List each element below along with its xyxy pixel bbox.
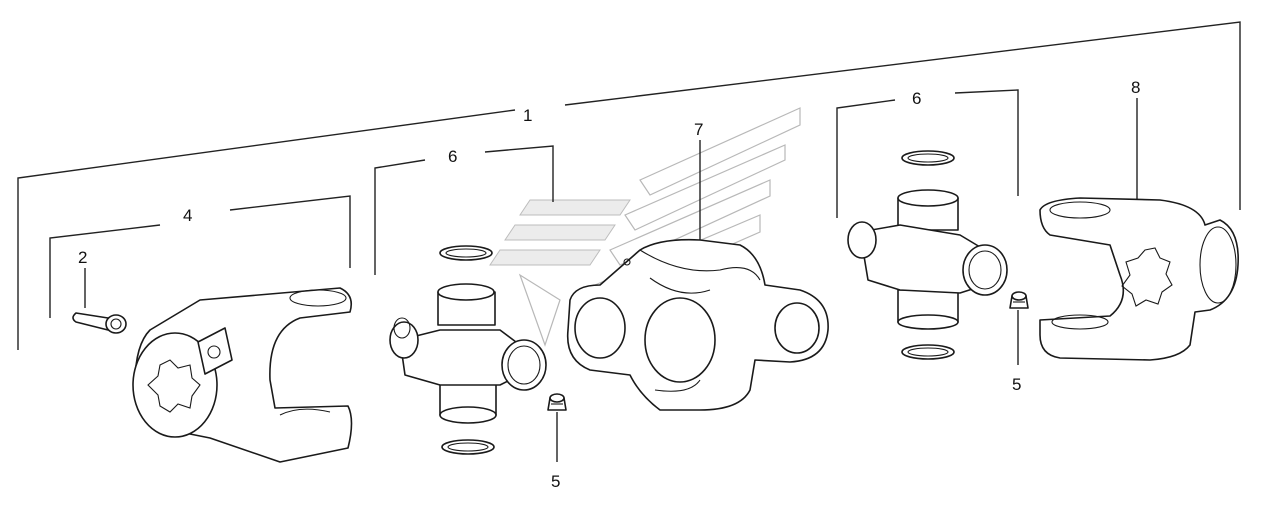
grease-fitting-part-5-left (547, 393, 567, 411)
bracket-4 (49, 195, 351, 318)
callout-2: 2 (78, 248, 87, 267)
grease-fitting-part-5-right (1009, 291, 1029, 309)
bracket-6-left (374, 145, 554, 275)
callout-5-left: 5 (551, 472, 560, 491)
callout-7: 7 (694, 120, 703, 139)
callout-6-left: 6 (448, 147, 457, 166)
bolt-part-2 (72, 312, 127, 334)
callout-5-right: 5 (1012, 375, 1021, 394)
bracket-6-right (836, 89, 1019, 218)
yoke-part-8 (1039, 197, 1239, 361)
center-housing-part-7 (566, 238, 829, 411)
cross-kit-part-6-left (389, 245, 547, 455)
bracket-1 (17, 21, 1241, 350)
yoke-part-4 (132, 287, 353, 463)
callout-4: 4 (183, 206, 192, 225)
callout-8: 8 (1131, 78, 1140, 97)
cross-kit-part-6-right (847, 150, 1008, 360)
callout-6-right: 6 (912, 89, 921, 108)
callout-1: 1 (523, 106, 532, 125)
